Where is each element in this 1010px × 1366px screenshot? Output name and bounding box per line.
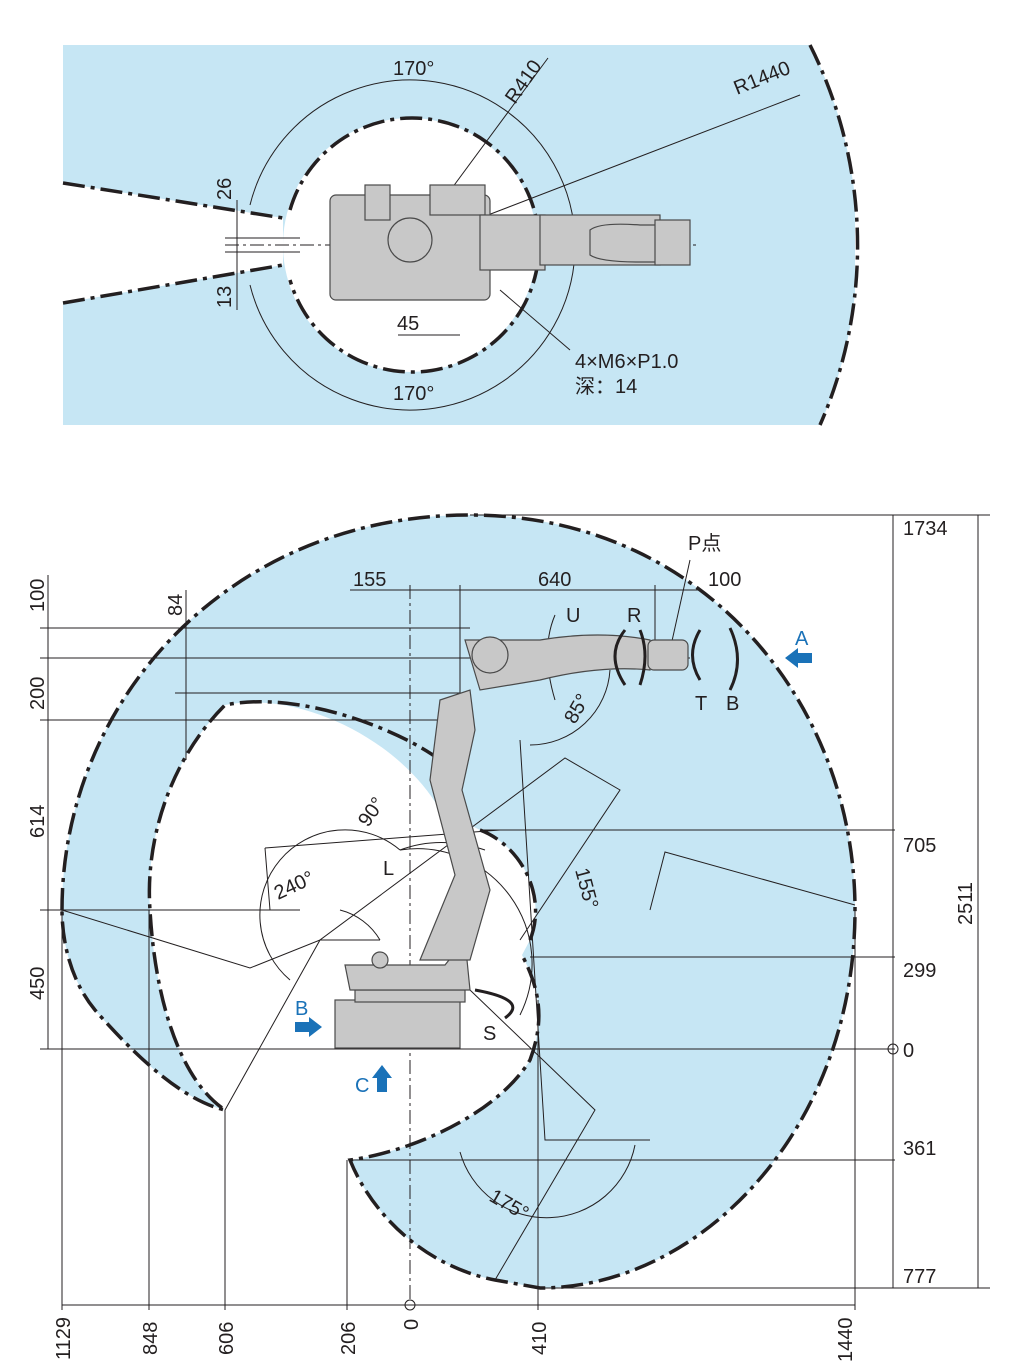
dim-614: 614 [27, 805, 49, 838]
axis-u-label: U [566, 605, 580, 627]
axis-t-label: T [695, 693, 707, 715]
bolt-depth-label: 深：14 [575, 375, 637, 398]
angle-s-label: 240° [271, 867, 318, 904]
dim-13: 13 [214, 286, 236, 308]
side-envelope-area [62, 515, 855, 1288]
axis-b-label: B [726, 693, 739, 715]
outside-region [810, 45, 858, 425]
dim-0-right: 0 [903, 1040, 914, 1062]
dim-84: 84 [165, 594, 187, 616]
dim-1129: 1129 [53, 1317, 75, 1360]
outer-boundary [808, 44, 860, 426]
dim-155: 155 [353, 569, 386, 591]
top-view: 170° 170° R410 R1440 26 13 45 4×M6×P1.0 … [62, 44, 860, 426]
dim-410: 410 [529, 1322, 551, 1355]
dim-0-bottom: 0 [401, 1319, 423, 1330]
dim-640: 640 [538, 569, 571, 591]
robot-top-view [329, 184, 691, 301]
dim-2511: 2511 [955, 882, 977, 925]
axis-s-label: S [483, 1023, 496, 1045]
view-c-label: C [355, 1075, 369, 1097]
dim-450: 450 [27, 967, 49, 1000]
dim-100-left: 100 [27, 579, 49, 612]
dim-206: 206 [338, 1322, 360, 1355]
dim-200: 200 [27, 677, 49, 710]
dim-26: 26 [214, 178, 236, 200]
view-b-label: B [295, 998, 308, 1020]
axis-r-label: R [627, 605, 641, 627]
view-arrow-b-icon [295, 1017, 322, 1037]
dim-361: 361 [903, 1138, 936, 1160]
angle-bottom-label: 170° [393, 383, 434, 405]
dim-1440: 1440 [835, 1318, 857, 1363]
dim-848: 848 [140, 1322, 162, 1355]
origin-marker-bottom-icon [404, 1299, 416, 1311]
p-point-label: P点 [688, 532, 721, 555]
view-arrow-c-icon [372, 1065, 392, 1092]
angle-l-forward-label: 90° [354, 793, 389, 830]
dim-45: 45 [397, 313, 419, 335]
robot-side-view [334, 627, 739, 1049]
view-arrow-a-icon [785, 648, 812, 668]
side-view: P点 155 640 100 U R T B L S A B C 100 84 … [27, 513, 990, 1363]
angle-top-label: 170° [393, 58, 434, 80]
dim-100-top: 100 [708, 569, 741, 591]
dim-299: 299 [903, 960, 936, 982]
origin-marker-icon [887, 1043, 899, 1055]
dim-777: 777 [903, 1266, 936, 1288]
bolt-spec-label: 4×M6×P1.0 [575, 351, 678, 373]
dim-606: 606 [216, 1322, 238, 1355]
side-boundary [60, 513, 857, 1290]
axis-l-label: L [383, 858, 394, 880]
dim-705: 705 [903, 835, 936, 857]
view-a-label: A [795, 628, 809, 650]
dim-1734: 1734 [903, 518, 948, 540]
